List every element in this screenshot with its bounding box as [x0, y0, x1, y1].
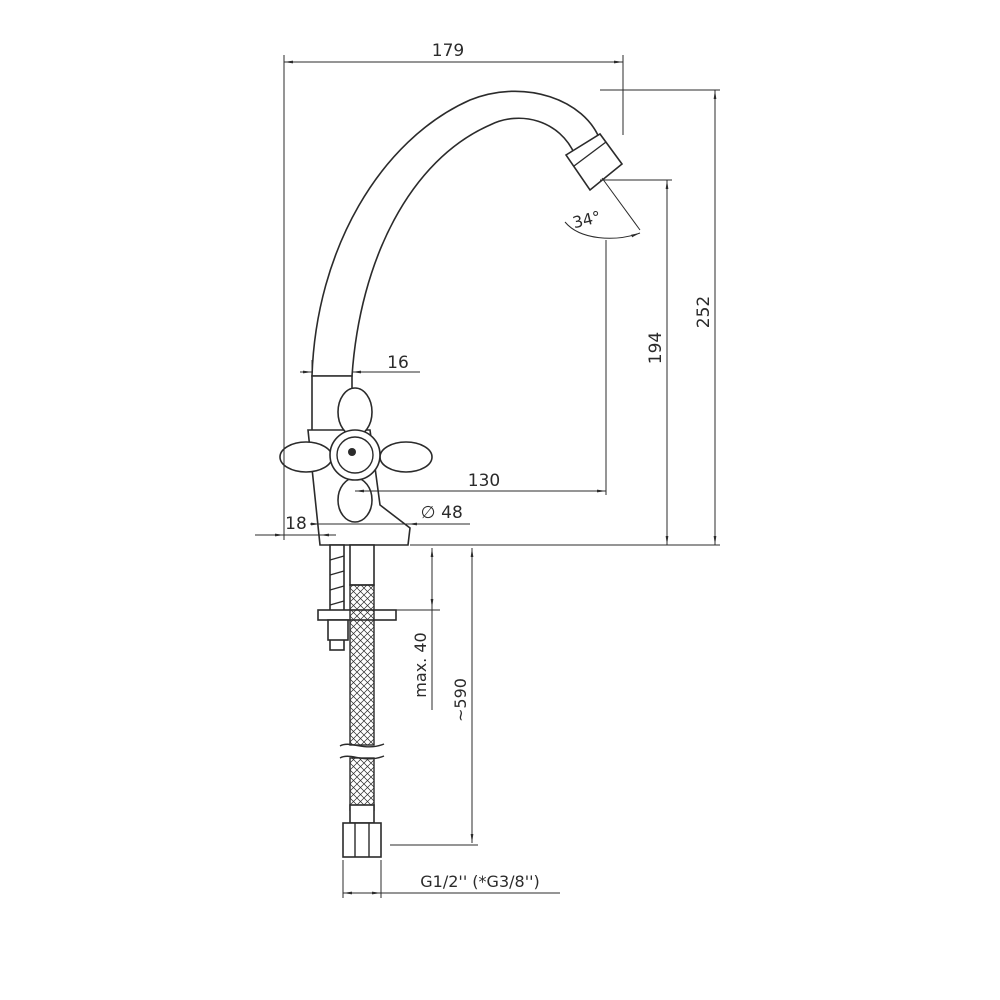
handle-petal-top	[337, 387, 373, 437]
dim-48-symbol: ∅	[421, 503, 436, 523]
dim-max40-label: max. 40	[411, 632, 430, 697]
dim-194-label: 194	[646, 332, 666, 364]
braided-hose-lower	[349, 757, 375, 811]
dim-angle-label: 34°	[571, 207, 603, 232]
dimension-lines: 179 252 194 34° 16 130 ∅ 48 18 max.	[255, 41, 720, 898]
dim-16-label: 16	[387, 353, 409, 373]
dim-179-label: 179	[432, 41, 464, 61]
handle-petal-left	[279, 441, 333, 473]
spout-pipe	[311, 90, 601, 377]
braided-hose-upper	[349, 584, 375, 746]
dim-590-label: ~590	[451, 678, 470, 722]
dim-130-label: 130	[468, 471, 500, 491]
handle-petal-right	[379, 441, 433, 473]
dim-252-label: 252	[694, 296, 714, 328]
dim-angle-arc	[564, 221, 641, 239]
dim-48-label: 48	[441, 503, 463, 523]
spout-aerator	[564, 132, 624, 192]
dim-thread-label: G1/2'' (*G3/8'')	[420, 872, 539, 891]
hose-nut	[342, 822, 382, 858]
dim-18-label: 18	[285, 514, 307, 534]
handle-petal-bottom	[337, 477, 373, 523]
faucet-body	[279, 90, 624, 858]
handle-indicator	[348, 448, 356, 456]
